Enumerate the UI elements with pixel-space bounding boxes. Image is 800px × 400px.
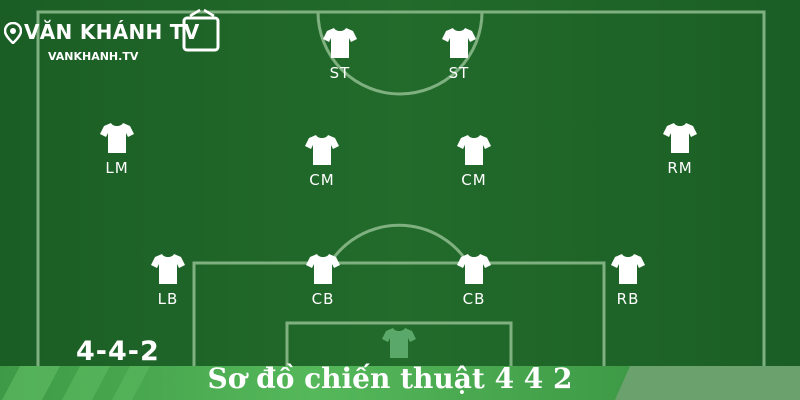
- position-label: LM: [105, 159, 129, 177]
- position-label: RM: [667, 159, 693, 177]
- goal-area: [285, 321, 513, 400]
- brand-url: VANKHANH.TV: [48, 50, 139, 63]
- penalty-area: [192, 261, 606, 400]
- player-cb-right: CB: [444, 252, 504, 308]
- goalkeeper-jersey-icon: [382, 328, 416, 358]
- tv-icon: [182, 8, 220, 52]
- position-label: CB: [311, 290, 335, 308]
- map-pin-icon: [4, 22, 22, 44]
- player-rb: RB: [598, 252, 658, 308]
- position-label: CM: [309, 171, 335, 189]
- jersey-icon: [305, 135, 339, 165]
- formation-label: 4-4-2: [76, 336, 160, 367]
- player-rm: RM: [650, 121, 710, 177]
- brand-name: VĂN KHÁNH TV: [24, 20, 200, 44]
- brand-logo: VĂN KHÁNH TV VANKHANH.TV: [2, 8, 220, 68]
- jersey-icon: [663, 123, 697, 153]
- player-st-right: ST: [429, 26, 489, 82]
- player-st-left: ST: [310, 26, 370, 82]
- player-lm: LM: [87, 121, 147, 177]
- jersey-icon: [100, 123, 134, 153]
- caption-banner: [0, 366, 800, 400]
- jersey-icon: [151, 254, 185, 284]
- jersey-icon: [442, 28, 476, 58]
- player-cm-right: CM: [444, 133, 504, 189]
- position-label: CB: [462, 290, 486, 308]
- player-gk: [369, 326, 429, 360]
- player-lb: LB: [138, 252, 198, 308]
- jersey-icon: [611, 254, 645, 284]
- jersey-icon: [457, 254, 491, 284]
- jersey-icon: [306, 254, 340, 284]
- caption-title: Sơ đồ chiến thuật 4 4 2: [207, 362, 573, 395]
- position-label: ST: [329, 64, 351, 82]
- position-label: LB: [157, 290, 179, 308]
- position-label: RB: [616, 290, 640, 308]
- player-cm-left: CM: [292, 133, 352, 189]
- jersey-icon: [457, 135, 491, 165]
- position-label: ST: [448, 64, 470, 82]
- center-circle-arc: [316, 11, 484, 96]
- penalty-arc: [328, 223, 470, 264]
- position-label: CM: [461, 171, 487, 189]
- jersey-icon: [323, 28, 357, 58]
- player-cb-left: CB: [293, 252, 353, 308]
